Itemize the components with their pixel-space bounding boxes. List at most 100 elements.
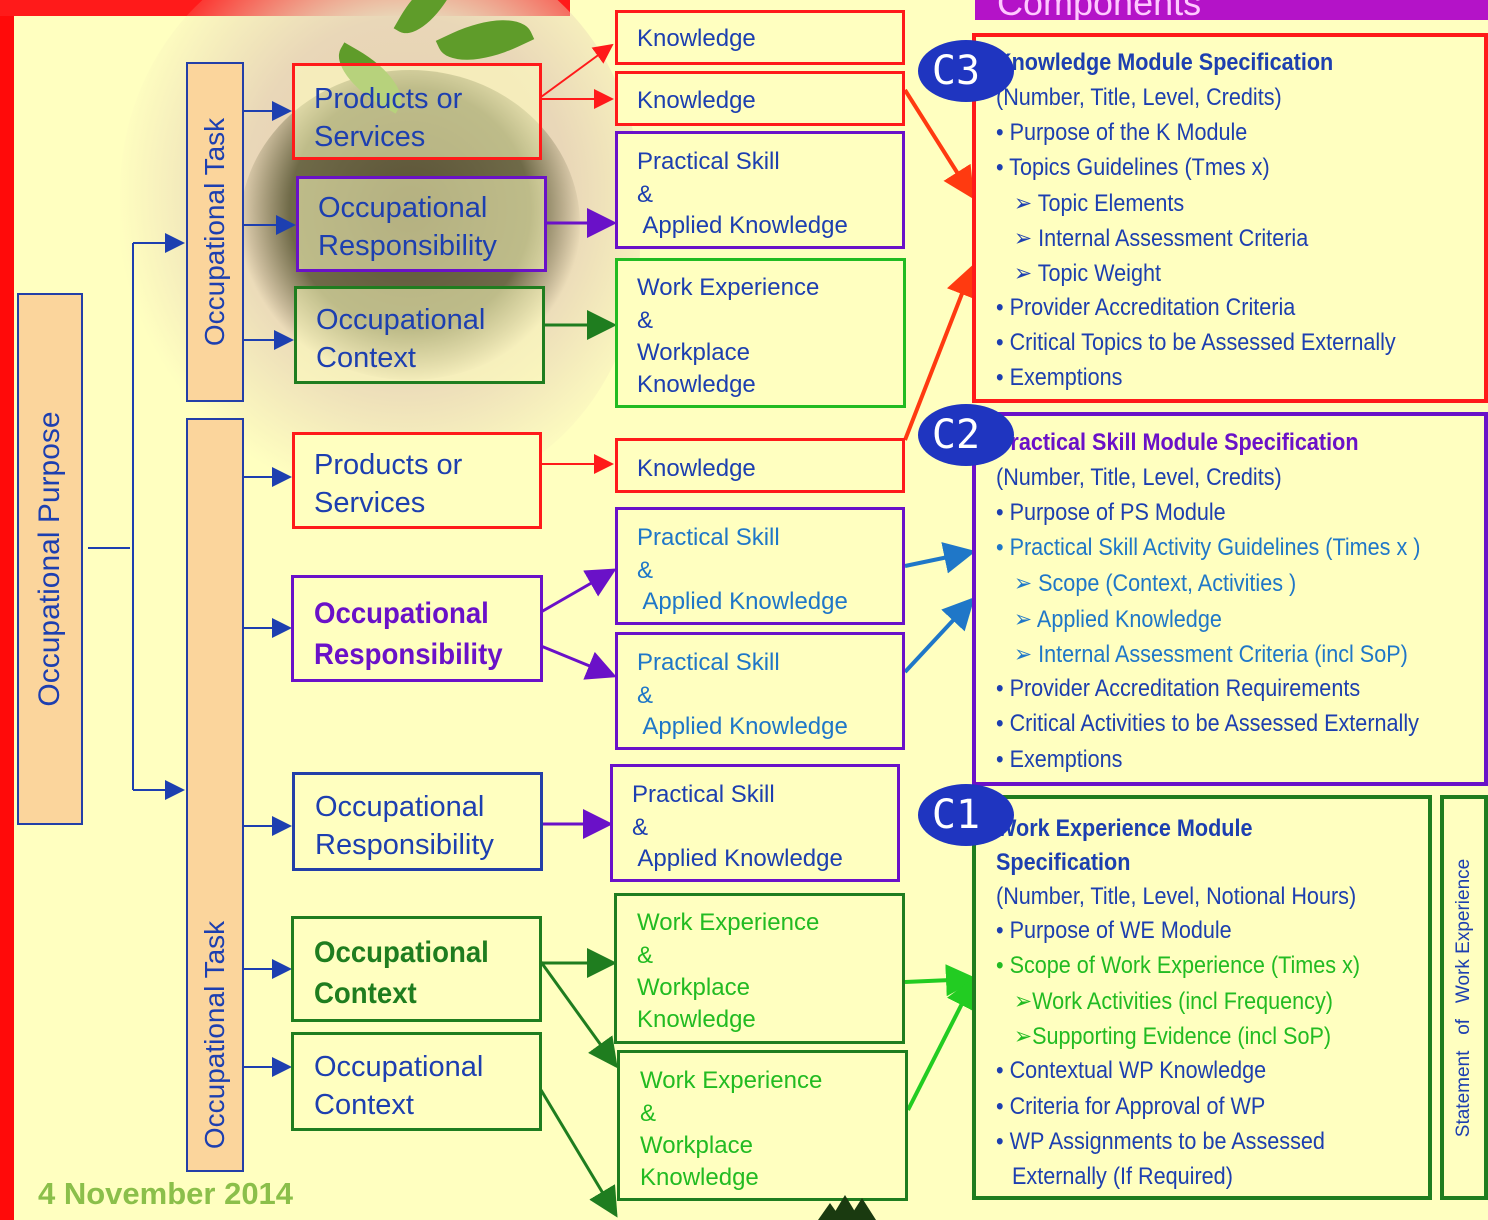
c1-title-2: Specification xyxy=(996,849,1131,876)
c2-title: Practical Skill Module Specification xyxy=(996,429,1359,456)
we2-line: & xyxy=(637,942,654,969)
upper-context-label: Occupational Context xyxy=(316,304,486,374)
we3-line: & xyxy=(640,1100,657,1127)
ps4-line: Applied Knowledge xyxy=(632,845,843,872)
c1-line: • WP Assignments to be Assessed xyxy=(996,1128,1325,1155)
c1-line: ➢Work Activities (incl Frequency) xyxy=(1014,988,1333,1015)
c1-title-1: Work Experience Module xyxy=(996,815,1253,842)
we2-line: Work Experience xyxy=(637,909,820,936)
lower-responsibility-bold-label: Occupational Responsibility xyxy=(314,597,503,671)
we3-line: Workplace xyxy=(640,1132,753,1159)
c3-line: • Topics Guidelines (Tmes x) xyxy=(996,154,1270,181)
components-header: Components xyxy=(975,0,1488,20)
ps4-line: Practical Skill xyxy=(632,781,775,808)
practical-skill-box-3: Practical Skill & Applied Knowledge xyxy=(615,632,905,750)
we1-line: Knowledge xyxy=(637,371,756,398)
c3-badge: C3 xyxy=(918,40,1014,102)
we3-line: Knowledge xyxy=(640,1164,759,1191)
practical-skill-box-1: Practical Skill & Applied Knowledge xyxy=(615,131,905,249)
ps3-line: Practical Skill xyxy=(637,649,780,676)
c3-line: • Provider Accreditation Criteria xyxy=(996,294,1296,321)
we3-line: Work Experience xyxy=(640,1067,823,1094)
ps1-line: Practical Skill xyxy=(637,148,780,175)
c3-title: Knowledge Module Specification xyxy=(996,49,1334,76)
ps4-line: & xyxy=(632,814,649,841)
occupational-task-box-upper: Occupational Task xyxy=(186,62,244,402)
practical-skill-module-spec: Practical Skill Module Specification (Nu… xyxy=(972,412,1488,786)
practical-skill-box-2: Practical Skill & Applied Knowledge xyxy=(615,507,905,625)
c3-line: ➢ Internal Assessment Criteria xyxy=(1014,225,1309,252)
knowledge-box-2: Knowledge xyxy=(615,71,905,126)
c1-line: (Number, Title, Level, Notional Hours) xyxy=(996,883,1357,910)
ps3-line: Applied Knowledge xyxy=(637,713,848,740)
knowledge-box-1: Knowledge xyxy=(615,10,905,65)
statement-of-work-experience-box: Statement of Work Experience xyxy=(1440,795,1488,1200)
c3-line: ➢ Topic Weight xyxy=(1014,260,1161,287)
c2-line: ➢ Applied Knowledge xyxy=(1014,606,1222,633)
c1-line: • Purpose of WE Module xyxy=(996,917,1232,944)
lower-context-bold-label: Occupational Context xyxy=(314,936,489,1010)
knowledge-label-1: Knowledge xyxy=(637,25,756,52)
lower-context-box: Occupational Context xyxy=(291,1032,542,1131)
left-red-border xyxy=(0,0,14,1220)
work-experience-module-spec: Work Experience Module Specification (Nu… xyxy=(972,795,1432,1200)
knowledge-box-3: Knowledge xyxy=(615,438,905,493)
upper-products-box: Products or Services xyxy=(292,63,542,160)
lower-products-box: Products or Services xyxy=(292,432,542,529)
work-experience-box-1: Work Experience & Workplace Knowledge xyxy=(615,258,906,408)
occupational-task-box-lower: Occupational Task xyxy=(186,418,244,1172)
c3-line: ➢ Topic Elements xyxy=(1014,190,1185,217)
c1-badge: C1 xyxy=(918,784,1014,846)
ps1-line: & xyxy=(637,181,654,208)
upper-responsibility-box: Occupational Responsibility xyxy=(296,176,547,272)
lower-context-label: Occupational Context xyxy=(314,1051,484,1121)
occupational-purpose-box: Occupational Purpose xyxy=(17,293,83,825)
c2-line: ➢ Scope (Context, Activities ) xyxy=(1014,570,1297,597)
knowledge-module-spec: Knowledge Module Specification (Number, … xyxy=(972,33,1488,403)
c1-line: • Contextual WP Knowledge xyxy=(996,1057,1267,1084)
c1-line: • Scope of Work Experience (Times x) xyxy=(996,952,1361,979)
lower-responsibility-box: Occupational Responsibility xyxy=(292,772,543,871)
upper-responsibility-label: Occupational Responsibility xyxy=(318,192,497,262)
c3-line: • Critical Topics to be Assessed Externa… xyxy=(996,329,1396,356)
upper-context-box: Occupational Context xyxy=(294,286,545,384)
c2-line: • Provider Accreditation Requirements xyxy=(996,675,1361,702)
components-label: Components xyxy=(997,0,1201,20)
c2-badge: C2 xyxy=(918,404,1014,466)
c2-line: (Number, Title, Level, Credits) xyxy=(996,464,1282,491)
c2-line: • Exemptions xyxy=(996,746,1123,773)
c2-line: ➢ Internal Assessment Criteria (incl SoP… xyxy=(1014,641,1408,668)
ps2-line: Practical Skill xyxy=(637,524,780,551)
c1-line: • Criteria for Approval of WP xyxy=(996,1093,1266,1120)
we1-line: Workplace xyxy=(637,339,750,366)
ps2-line: Applied Knowledge xyxy=(637,588,848,615)
practical-skill-box-4: Practical Skill & Applied Knowledge xyxy=(610,764,900,882)
c3-line: • Purpose of the K Module xyxy=(996,119,1248,146)
c2-line: • Practical Skill Activity Guidelines (T… xyxy=(996,534,1421,561)
work-experience-box-2: Work Experience & Workplace Knowledge xyxy=(614,893,905,1044)
c1-line: ➢Supporting Evidence (incl SoP) xyxy=(1014,1023,1332,1050)
c3-line: (Number, Title, Level, Credits) xyxy=(996,84,1282,111)
c2-line: • Critical Activities to be Assessed Ext… xyxy=(996,710,1419,737)
c2-line: • Purpose of PS Module xyxy=(996,499,1226,526)
we2-line: Knowledge xyxy=(637,1006,756,1033)
c3-line: • Exemptions xyxy=(996,364,1123,391)
we1-line: & xyxy=(637,307,654,334)
lower-responsibility-bold-box: Occupational Responsibility xyxy=(291,575,543,682)
upper-products-label: Products or Services xyxy=(314,83,463,153)
work-experience-box-3: Work Experience & Workplace Knowledge xyxy=(617,1050,908,1201)
knowledge-label-3: Knowledge xyxy=(637,455,756,482)
date-label: 4 November 2014 xyxy=(38,1176,294,1211)
ps2-line: & xyxy=(637,557,654,584)
knowledge-label-2: Knowledge xyxy=(637,87,756,114)
ps1-line: Applied Knowledge xyxy=(637,212,848,239)
lower-products-label: Products or Services xyxy=(314,449,463,519)
we2-line: Workplace xyxy=(637,974,750,1001)
c1-line: Externally (If Required) xyxy=(1012,1163,1233,1190)
lower-responsibility-label: Occupational Responsibility xyxy=(315,791,494,861)
we1-line: Work Experience xyxy=(637,274,820,301)
ps3-line: & xyxy=(637,682,654,709)
